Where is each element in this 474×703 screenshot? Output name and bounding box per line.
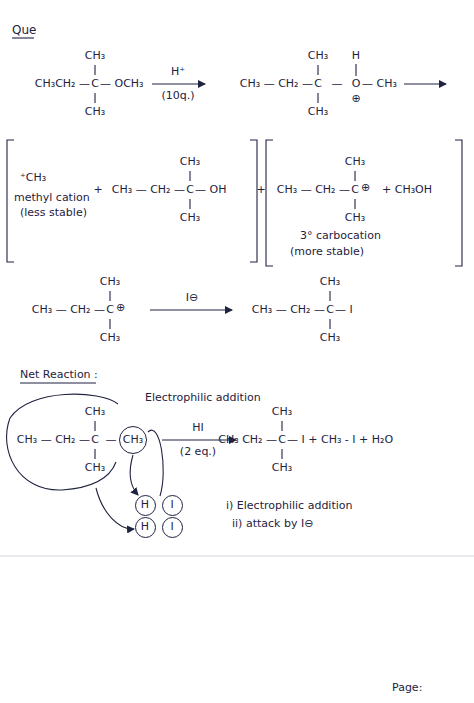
bond-line [317, 65, 318, 75]
formula-text: CH₃ — CH₂ — [240, 77, 313, 90]
formula-text: CH₃ [100, 275, 120, 288]
formula-text: CH₃ [180, 155, 200, 168]
formula-text: CH₃ [180, 211, 200, 224]
formula-text: (more stable) [290, 245, 364, 258]
bond-line [317, 93, 318, 103]
formula-text: — I + CH₃ - I + H₂O [287, 433, 393, 446]
formula-text: CH₃ [272, 405, 292, 418]
formula-text: i) Electrophilic addition [226, 499, 353, 512]
atom-text: I [170, 498, 173, 511]
bond-line [94, 93, 95, 103]
formula-text: C [278, 433, 286, 446]
bond-line [109, 319, 110, 329]
formula-text: CH₃ CH₂ — [218, 433, 277, 446]
formula-text: H [352, 49, 360, 62]
formula-text: C [186, 183, 194, 196]
atom-text: I [170, 520, 173, 533]
formula-text: methyl cation [14, 191, 90, 204]
bond-line [94, 449, 95, 459]
formula-text: 3° carbocation [300, 229, 381, 242]
circled-atom: H [135, 517, 156, 538]
atom-text: H [141, 520, 149, 533]
formula-text: O [352, 77, 361, 90]
circled-atom: H [135, 495, 156, 516]
formula-text: ii) attack by I⊖ [232, 517, 313, 530]
formula-text: CH₃ — CH₂ — [277, 183, 350, 196]
formula-text: CH₃ [308, 49, 328, 62]
formula-text: (10q.) [161, 89, 194, 102]
formula-text: Electrophilic addition [145, 391, 261, 404]
formula-text: C [314, 77, 322, 90]
formula-text: — OH [195, 183, 226, 196]
formula-text: (less stable) [20, 206, 87, 219]
formula-text: — CH₃ [362, 77, 397, 90]
formula-text: CH₃ — CH₂ — [252, 303, 325, 316]
formula-text: — [106, 433, 117, 446]
formula-text: CH₃ [272, 461, 292, 474]
formula-text: CH₃ [345, 211, 365, 224]
formula-text: — I [335, 303, 353, 316]
circled-atom: I [162, 495, 183, 516]
formula-text: CH₃ — CH₂ — [17, 433, 90, 446]
bond-line [94, 421, 95, 431]
formula-text: + [256, 183, 265, 196]
formula-text: CH₃ [85, 105, 105, 118]
bond-line [354, 199, 355, 209]
formula-text: CH₃ [85, 405, 105, 418]
bond-line [329, 319, 330, 329]
formula-text: C [326, 303, 334, 316]
formula-text: ⁺CH₃ [20, 171, 46, 184]
formula-text: CH₃ [100, 331, 120, 344]
bond-line [281, 421, 282, 431]
formula-text: CH₃ [308, 105, 328, 118]
bond-line [109, 291, 110, 301]
bond-line [189, 171, 190, 181]
formula-text: C [91, 77, 99, 90]
formula-text: — OCH₃ [100, 77, 144, 90]
formula-text: CH₃ [85, 461, 105, 474]
formula-text: CH₃ — CH₂ — [32, 303, 105, 316]
question-heading: Que [12, 23, 36, 37]
formula-text: CH₃ [320, 275, 340, 288]
formula-text: — [332, 77, 343, 90]
formula-text: I⊖ [186, 291, 198, 304]
formula-text: CH₃ [320, 331, 340, 344]
formula-text: HI [192, 421, 204, 434]
formula-text: C [91, 433, 99, 446]
formula-text: Net Reaction : [20, 368, 98, 381]
formula-text: C [106, 303, 114, 316]
formula-text: CH₃ — CH₂ — [112, 183, 185, 196]
formula-text: H⁺ [171, 65, 185, 78]
formula-text: + CH₃OH [382, 183, 432, 196]
formula-text: + [93, 183, 102, 196]
formula-text: (2 eq.) [180, 445, 216, 458]
bond-line [354, 171, 355, 181]
bond-line [281, 449, 282, 459]
formula-text: Page: [392, 681, 422, 694]
circled-atom: CH₃ [119, 426, 147, 454]
circled-atom: I [162, 517, 183, 538]
bond-line [189, 199, 190, 209]
formula-text: ⊕ [351, 92, 360, 105]
formula-text: CH₃ [85, 49, 105, 62]
formula-text: ⊕ [116, 301, 125, 314]
bond-line [94, 65, 95, 75]
atom-text: CH₃ [123, 433, 143, 446]
formula-text: CH₃CH₂ — [35, 77, 90, 90]
formula-text: CH₃ [345, 155, 365, 168]
formula-text: C [351, 183, 359, 196]
formula-text: ⊕ [361, 181, 370, 194]
atom-text: H [141, 498, 149, 511]
bond-line [329, 291, 330, 301]
